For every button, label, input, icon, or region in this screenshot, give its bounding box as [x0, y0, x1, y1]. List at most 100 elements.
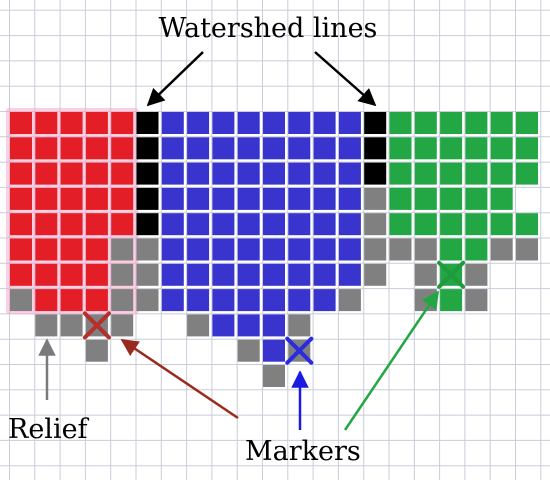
green-region-cell	[490, 187, 513, 210]
red-region-cell	[35, 263, 58, 286]
blue-region-cell	[263, 213, 285, 236]
blue-region-cell	[161, 289, 184, 312]
red-region-cell	[85, 289, 108, 312]
green-region-cell	[440, 112, 463, 134]
blue-region-cell	[161, 263, 184, 286]
red-halo	[6, 108, 139, 315]
red-region-cell	[85, 263, 108, 286]
relief-cell	[111, 263, 134, 286]
blue-region-cell	[237, 137, 260, 160]
blue-region-cell	[237, 289, 260, 312]
blue-region-cell	[161, 162, 184, 185]
blue-region-cell	[313, 213, 336, 236]
red-region-cell	[60, 213, 83, 236]
marker-crosses	[82, 260, 466, 365]
blue-region-cell	[313, 162, 336, 185]
green-region-cell	[516, 162, 538, 185]
relief-cell	[465, 263, 488, 286]
red-region-cell	[111, 187, 134, 210]
green-region-cell	[440, 238, 463, 261]
blue-region-cell	[338, 162, 361, 185]
relief-cell	[288, 314, 311, 337]
green-region-cell	[465, 187, 488, 210]
blue-region-cell	[338, 112, 361, 134]
markers-arrow-red	[120, 338, 239, 420]
blue-region-cell	[187, 213, 210, 236]
markers-arrow-green	[343, 290, 440, 431]
red-region-cell	[35, 137, 58, 160]
red-region-cell	[10, 238, 32, 261]
marker-red-cross	[82, 311, 111, 340]
blue-region-cell	[263, 263, 285, 286]
blue-region-cell	[237, 213, 260, 236]
pixel-grid	[10, 112, 538, 387]
green-region-cell	[490, 137, 513, 160]
blue-region-cell	[161, 213, 184, 236]
relief-cell	[364, 213, 387, 236]
blue-region-cell	[263, 112, 285, 134]
blue-region-cell	[338, 213, 361, 236]
relief-cell	[111, 289, 134, 312]
blue-region-cell	[288, 263, 311, 286]
watershed-cell	[136, 162, 159, 185]
blue-region-cell	[313, 238, 336, 261]
green-region-cell	[414, 162, 437, 185]
relief-cell	[364, 263, 387, 286]
relief-cell	[237, 339, 260, 362]
red-region-cell	[10, 162, 32, 185]
blue-region-cell	[187, 137, 210, 160]
red-region-cell	[85, 162, 108, 185]
green-region-cell	[389, 112, 412, 134]
blue-region-cell	[237, 112, 260, 134]
annotation-arrows	[38, 51, 440, 431]
blue-region-cell	[187, 263, 210, 286]
blue-region-cell	[161, 137, 184, 160]
green-region-cell	[414, 137, 437, 160]
red-region-cell	[35, 187, 58, 210]
red-region-cell	[85, 112, 108, 134]
green-region-cell	[440, 137, 463, 160]
blue-region-cell	[212, 187, 235, 210]
blue-region-cell	[187, 187, 210, 210]
watershed-cell	[364, 137, 387, 160]
blue-region-cell	[161, 112, 184, 134]
relief-cell	[389, 238, 412, 261]
watershed-cell	[136, 112, 159, 134]
green-region-cell	[516, 213, 538, 236]
green-region-cell	[440, 289, 463, 312]
relief-cell	[414, 238, 437, 261]
red-region-cell	[111, 112, 134, 134]
red-region-cell	[10, 112, 32, 134]
relief-cell	[338, 289, 361, 312]
title-label: Watershed lines	[159, 13, 378, 44]
marker-green-cross	[437, 260, 466, 289]
blue-region-cell	[263, 162, 285, 185]
red-region-cell	[35, 162, 58, 185]
watershed-cell	[364, 112, 387, 134]
relief-cell	[60, 314, 83, 337]
markers-label: Markers	[245, 436, 361, 467]
red-region-cell	[111, 137, 134, 160]
relief-label: Relief	[8, 414, 90, 445]
blue-region-cell	[288, 289, 311, 312]
blue-region-cell	[288, 137, 311, 160]
red-region-cell	[60, 289, 83, 312]
red-region-cell	[60, 238, 83, 261]
blue-region-cell	[212, 112, 235, 134]
blue-region-cell	[263, 187, 285, 210]
marker-blue-cross	[285, 336, 314, 365]
blue-region-cell	[187, 162, 210, 185]
blue-region-cell	[288, 213, 311, 236]
blue-region-cell	[263, 314, 285, 337]
blue-region-cell	[237, 187, 260, 210]
blue-region-cell	[288, 162, 311, 185]
relief-cell	[136, 289, 159, 312]
relief-cell	[111, 314, 134, 337]
green-region-cell	[389, 187, 412, 210]
green-region-cell	[414, 112, 437, 134]
red-region-cell	[60, 263, 83, 286]
blue-region-cell	[237, 162, 260, 185]
red-region-halo	[6, 108, 139, 315]
relief-cell	[364, 187, 387, 210]
green-region-cell	[414, 213, 437, 236]
